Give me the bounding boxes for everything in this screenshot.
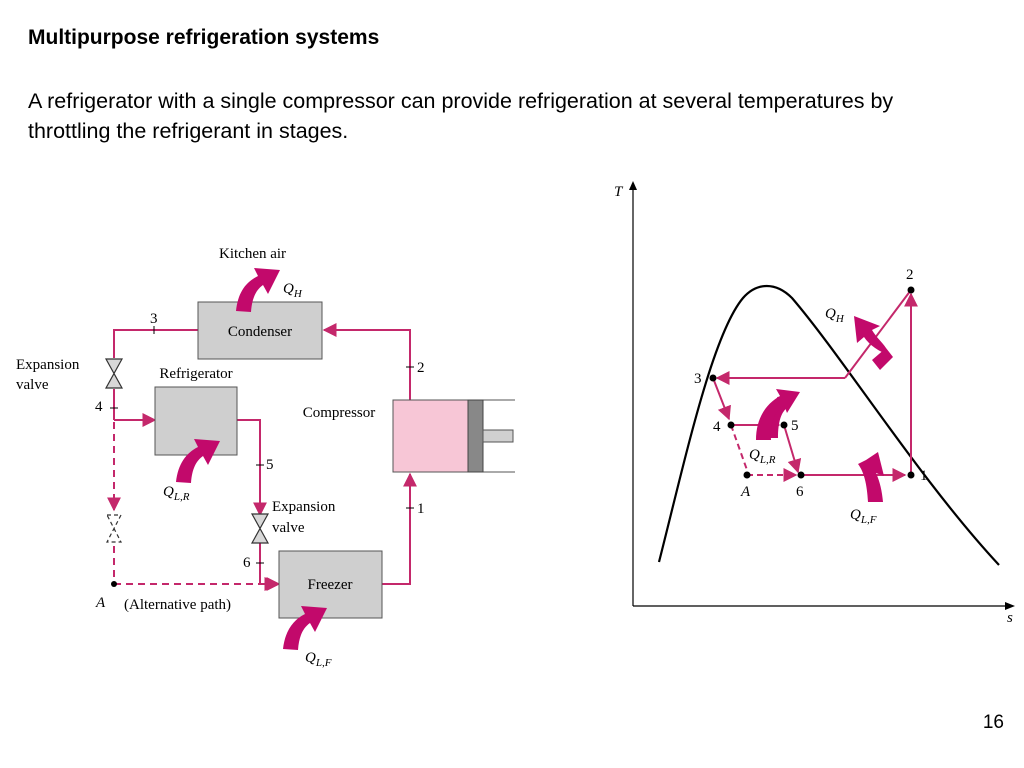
ts-qlf-heat-arrow	[858, 452, 884, 502]
alternative-path-pipes	[107, 422, 279, 591]
condenser-label: Condenser	[228, 324, 292, 340]
t-axis-arrowhead	[629, 181, 637, 190]
expansion-valve-upper-symbol	[104, 358, 124, 389]
s-axis-label: s	[1007, 610, 1013, 626]
ts-2-to-3	[844, 289, 912, 379]
ts-state-3-label: 3	[694, 371, 702, 387]
ts-3-to-4	[712, 377, 731, 421]
slide-body-text: A refrigerator with a single compressor …	[28, 89, 894, 143]
ts-cycle-lines	[712, 289, 918, 482]
state-2-label: 2	[417, 360, 425, 376]
state-3-label: 3	[150, 311, 158, 327]
qh-heat-arrow	[236, 268, 280, 312]
expansion-valve-lower-symbol	[250, 513, 270, 544]
ts-state-4-label: 4	[713, 419, 721, 435]
compressor-cylinder	[392, 399, 469, 473]
state-4-label: 4	[95, 399, 103, 415]
expansion-valve-upper-label-1: Expansion	[16, 357, 80, 373]
qh-label: QH	[283, 281, 303, 300]
schematic-state-labels: 3 4 5 6 2 1	[95, 311, 425, 571]
alternative-path-label: (Alternative path)	[124, 597, 231, 613]
ts-4-to-A	[730, 424, 748, 471]
kitchen-air-label: Kitchen air	[219, 246, 286, 262]
qlr-label: QL,R	[163, 484, 190, 503]
ts-point-A-label: A	[740, 484, 751, 500]
ts-diagram: T s 1 2 3 4 5 6 A	[614, 181, 1015, 626]
pipe-compressor-to-condenser	[322, 323, 411, 400]
expansion-valve-upper-label-2: valve	[16, 377, 49, 393]
expansion-valve-lower: Expansion valve	[250, 499, 336, 544]
expansion-valve-alternative-symbol	[106, 514, 122, 543]
freezer-box	[278, 550, 383, 619]
ts-point-1	[907, 471, 915, 479]
ts-point-A	[743, 471, 751, 479]
point-A-label: A	[95, 595, 106, 611]
qlf-label: QL,F	[305, 650, 332, 669]
condenser-box	[197, 301, 323, 360]
page-number: 16	[982, 712, 1004, 733]
ts-5-to-6	[783, 424, 802, 474]
ts-state-1-label: 1	[920, 468, 928, 484]
ts-qh-label: QH	[825, 306, 845, 325]
compressor-piston-rod	[482, 429, 514, 443]
qlf-heat-arrow	[283, 606, 327, 650]
ts-qlf-label: QL,F	[850, 507, 877, 526]
compressor: Compressor	[303, 399, 515, 473]
expansion-valve-lower-label-2: valve	[272, 520, 305, 536]
ts-qh-heat-arrow	[854, 316, 893, 370]
ts-point-5	[780, 421, 788, 429]
ts-point-3	[709, 374, 717, 382]
ts-state-2-label: 2	[906, 267, 914, 283]
expansion-valve-upper: Expansion valve	[16, 357, 124, 393]
ts-qlr-heat-arrow-body	[756, 389, 800, 440]
point-A-dot	[111, 581, 117, 587]
qlr-heat-arrow	[176, 439, 220, 483]
refrigeration-schematic: Condenser Refrigerator Freezer Compresso…	[16, 246, 515, 669]
slide-title: Multipurpose refrigeration systems	[28, 26, 380, 49]
refrigerator-box	[154, 386, 238, 456]
freezer-label: Freezer	[308, 577, 353, 593]
compressor-label: Compressor	[303, 405, 376, 421]
expansion-valve-lower-label-1: Expansion	[272, 499, 336, 515]
state-1-label: 1	[417, 501, 425, 517]
ts-alternative-path	[730, 424, 798, 482]
ts-state-5-label: 5	[791, 418, 799, 434]
compressor-piston	[467, 399, 484, 473]
saturation-dome	[657, 284, 1000, 566]
pipe-refrigerator-to-valve	[237, 419, 267, 517]
refrigerator-label: Refrigerator	[159, 366, 232, 382]
ts-point-2	[907, 286, 915, 294]
state-5-label: 5	[266, 457, 274, 473]
ts-point-6	[797, 471, 805, 479]
pipe-condenser-to-valve	[113, 329, 198, 358]
pipe-freezer-to-compressor	[382, 472, 417, 585]
ts-state-6-label: 6	[796, 484, 804, 500]
ts-point-4	[727, 421, 735, 429]
state-6-label: 6	[243, 555, 251, 571]
ts-qlr-label: QL,R	[749, 447, 776, 466]
s-axis-arrowhead	[1005, 602, 1015, 610]
t-axis-label: T	[614, 184, 624, 200]
